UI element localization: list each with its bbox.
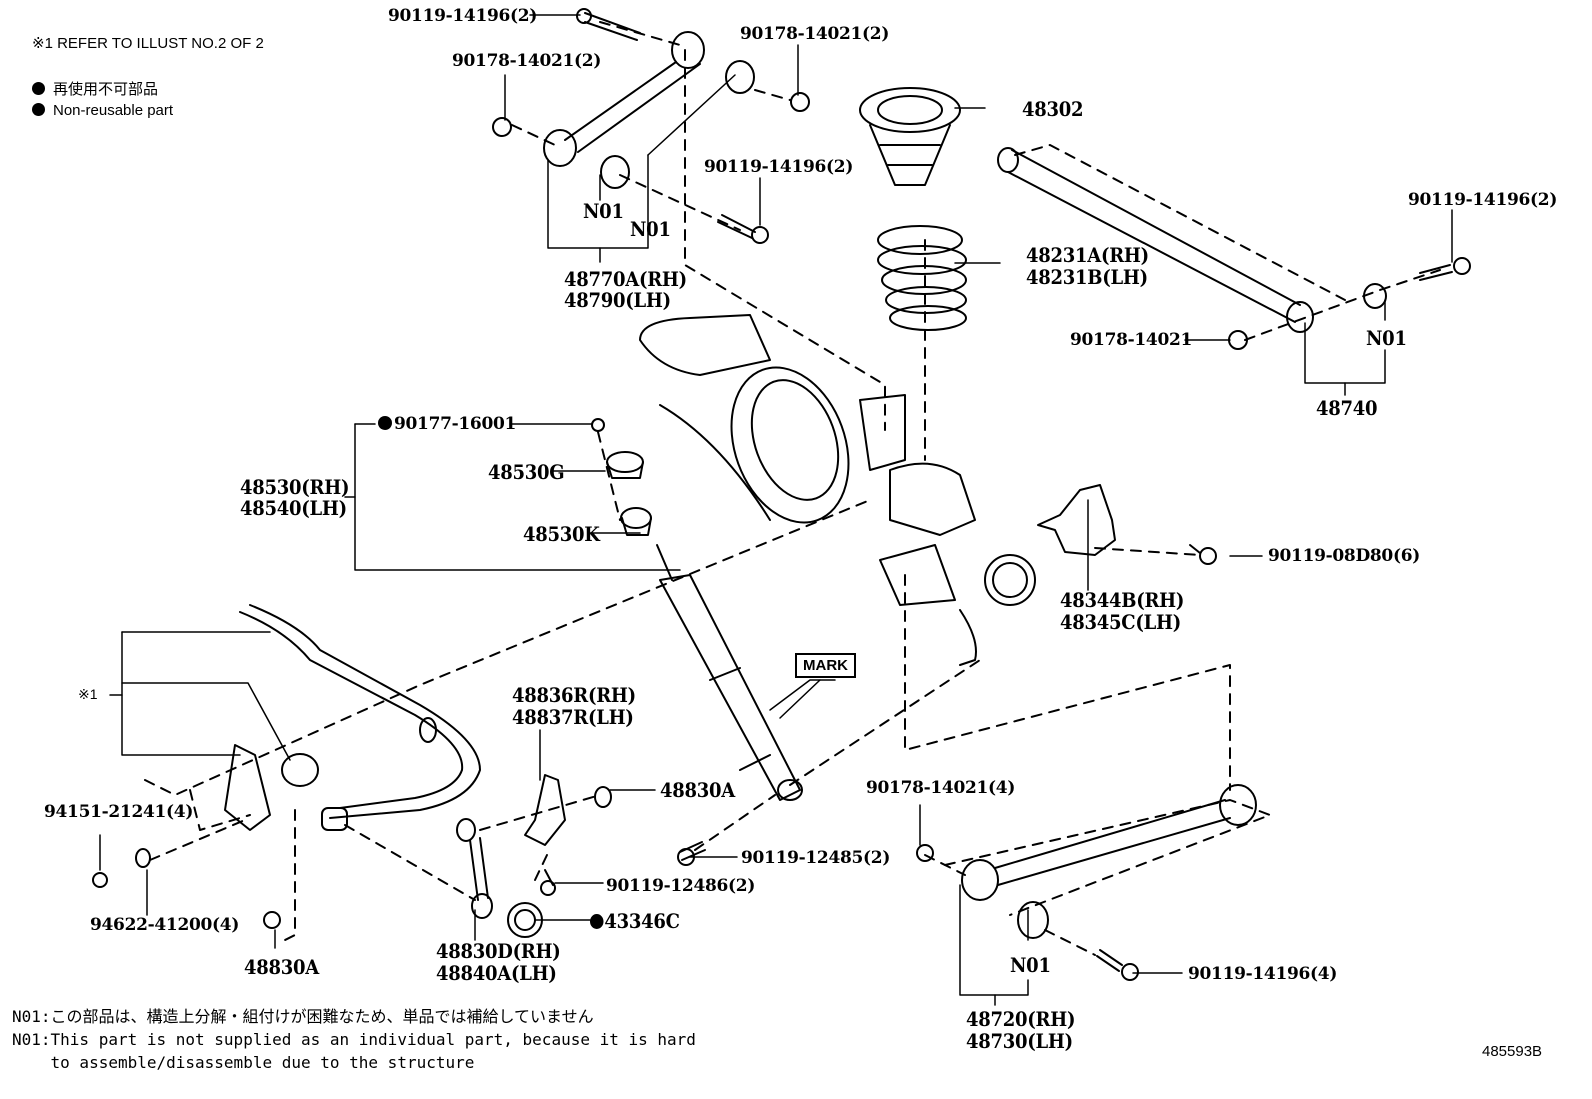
- legend-non-reusable-en: Non-reusable part: [32, 102, 173, 119]
- part-label[interactable]: 48790(LH): [564, 288, 671, 312]
- lower-control-arm: [916, 784, 1257, 981]
- ref-1-marker: ※1: [78, 686, 98, 702]
- shock-absorber: [591, 418, 803, 801]
- lateral-control-rod: [997, 147, 1471, 350]
- part-label[interactable]: 90178-14021: [1070, 330, 1193, 350]
- part-label[interactable]: 48740: [1316, 396, 1378, 420]
- mark-callout: MARK: [795, 653, 856, 678]
- part-label[interactable]: 48730(LH): [966, 1029, 1073, 1053]
- part-label[interactable]: 48302: [1022, 97, 1084, 121]
- part-label-text: 90177-16001: [394, 414, 517, 434]
- axle-carrier: [639, 314, 1036, 666]
- part-label[interactable]: 48830A: [244, 955, 319, 979]
- refer-note: ※1 REFER TO ILLUST NO.2 OF 2: [32, 35, 264, 52]
- stabilizer-link: [456, 774, 706, 938]
- part-label[interactable]: 48231B(LH): [1026, 265, 1148, 289]
- part-label[interactable]: 90119-12486(2): [606, 876, 756, 896]
- n01-marker: N01: [630, 217, 671, 241]
- part-label[interactable]: 48530(RH): [240, 475, 350, 499]
- part-label[interactable]: 90119-14196(2): [388, 6, 538, 26]
- part-label[interactable]: 48720(RH): [966, 1007, 1076, 1031]
- part-label[interactable]: 94151-21241(4): [44, 802, 194, 822]
- part-label[interactable]: 90178-14021(2): [452, 51, 602, 71]
- part-label[interactable]: 90119-14196(2): [1408, 190, 1558, 210]
- part-label[interactable]: 90119-14196(4): [1188, 964, 1338, 984]
- spring-bracket: [1037, 484, 1217, 565]
- bump-stopper: [859, 87, 961, 186]
- footnote-en-1: N01:This part is not supplied as an indi…: [12, 1030, 696, 1049]
- coil-spring: [877, 225, 967, 331]
- non-reusable-dot-icon: [32, 103, 45, 116]
- part-label[interactable]: 48231A(RH): [1026, 243, 1149, 267]
- non-reusable-dot-icon: [32, 82, 45, 95]
- part-label[interactable]: 90119-08D80(6): [1268, 546, 1420, 566]
- part-label[interactable]: 48345C(LH): [1060, 610, 1181, 634]
- part-label[interactable]: 48530K: [523, 522, 600, 546]
- part-label[interactable]: 90119-12485(2): [741, 848, 891, 868]
- n01-marker: N01: [1366, 326, 1407, 350]
- legend-en-text: Non-reusable part: [53, 102, 174, 119]
- part-label[interactable]: 43346C: [590, 910, 680, 932]
- part-label[interactable]: 94622-41200(4): [90, 915, 240, 935]
- part-label[interactable]: 48830A: [660, 778, 735, 802]
- part-label[interactable]: 48840A(LH): [436, 961, 557, 985]
- legend-jp-text: 再使用不可部品: [53, 81, 159, 98]
- stabilizer-bar: [92, 604, 481, 929]
- part-label[interactable]: 48344B(RH): [1060, 588, 1185, 612]
- assembly-dashes: [144, 21, 1441, 956]
- footnote-jp: N01:この部品は、構造上分解・組付けが困難なため、単品では補給していません: [12, 1007, 594, 1026]
- part-label[interactable]: 90178-14021(4): [866, 778, 1016, 798]
- part-label[interactable]: 90177-16001: [378, 414, 516, 434]
- part-label[interactable]: 48830D(RH): [436, 939, 561, 963]
- n01-marker: N01: [583, 199, 624, 223]
- part-label-text: 43346C: [604, 909, 680, 933]
- part-label[interactable]: 48836R(RH): [512, 683, 636, 707]
- part-label[interactable]: 90178-14021(2): [740, 24, 890, 44]
- non-reusable-dot-icon: [378, 416, 392, 430]
- part-label[interactable]: 48540(LH): [240, 496, 347, 520]
- upper-control-arm: [492, 8, 810, 244]
- leader-lines: [99, 14, 1453, 1006]
- legend-non-reusable-jp: 再使用不可部品: [32, 78, 158, 99]
- part-label[interactable]: 48837R(LH): [512, 705, 634, 729]
- footnote-en-2: to assemble/disassemble due to the struc…: [12, 1053, 475, 1072]
- non-reusable-dot-icon: [590, 914, 604, 929]
- illustration-code: 485593B: [1482, 1043, 1543, 1060]
- n01-marker: N01: [1010, 953, 1051, 977]
- part-label[interactable]: 90119-14196(2): [704, 157, 854, 177]
- part-label[interactable]: 48770A(RH): [564, 267, 687, 291]
- part-label[interactable]: 48530G: [488, 460, 565, 484]
